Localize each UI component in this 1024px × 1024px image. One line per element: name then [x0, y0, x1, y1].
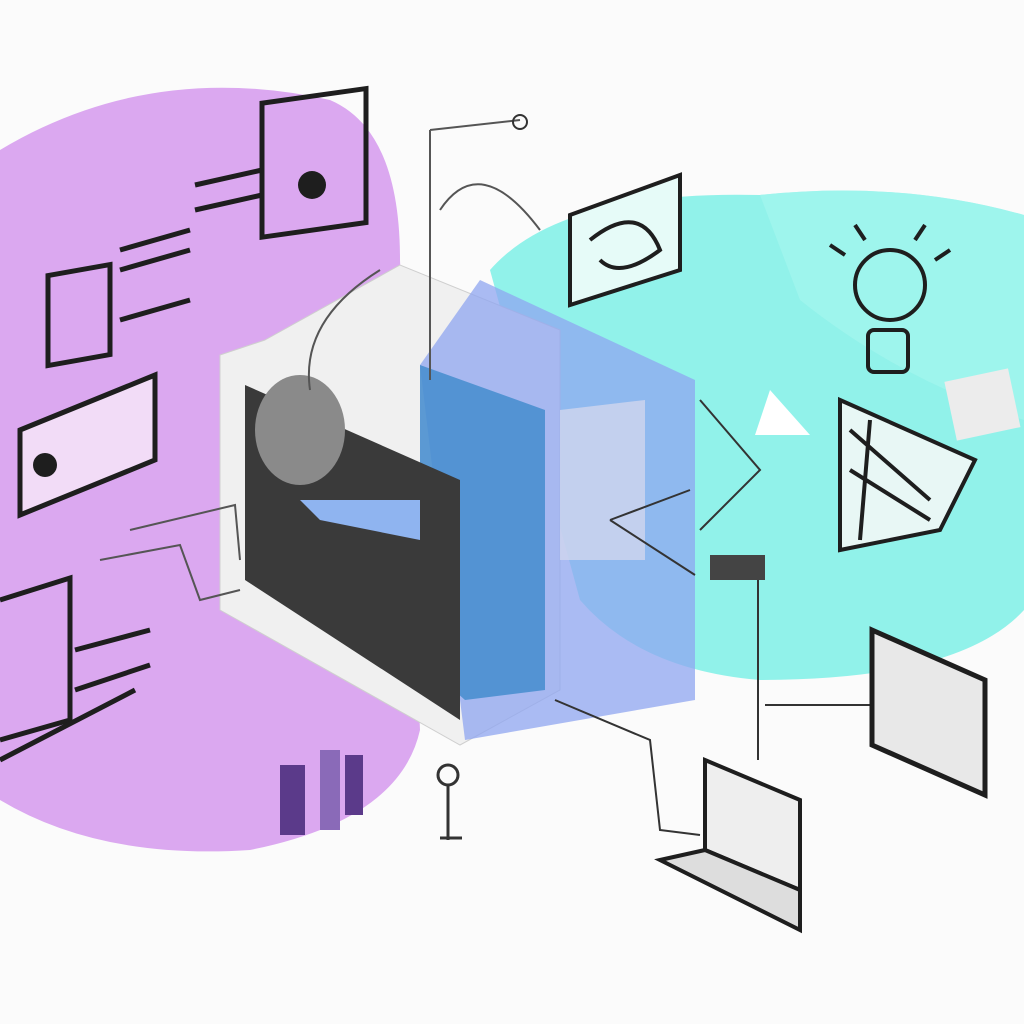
monitor-icon [838, 396, 978, 553]
laptop-icon [654, 756, 802, 934]
cube-icon [99, 114, 695, 746]
monitor-icon [45, 227, 191, 369]
key-icon [436, 763, 462, 840]
monitor-icon [194, 85, 369, 241]
pyramid-icon [755, 390, 810, 435]
monitor-icon [568, 172, 682, 308]
monitor-icon [869, 626, 988, 799]
monitor-icon [0, 574, 151, 763]
lightbulb-icon [828, 223, 952, 374]
monitor-icon [17, 371, 158, 519]
bottle-icon [280, 750, 363, 835]
